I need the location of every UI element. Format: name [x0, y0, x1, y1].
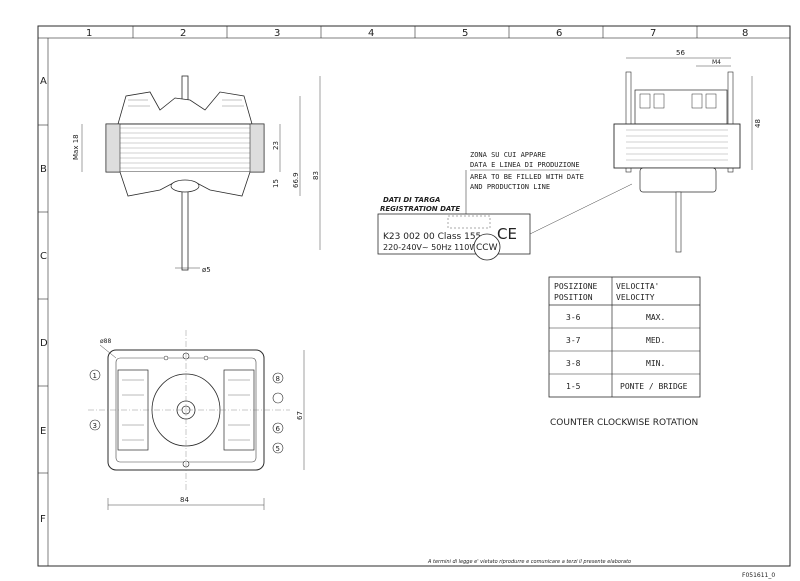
zone-note-it-line2: DATA E LINEA DI PRODUZIONE [470, 161, 580, 169]
table-header-position-it: POSIZIONE [554, 282, 598, 291]
column-label: 6 [556, 28, 562, 39]
ce-mark: CE [497, 225, 517, 243]
row-label: C [40, 251, 47, 262]
column-labels: 1 2 3 4 5 6 7 8 [86, 28, 748, 39]
table-cell-position: 1-5 [566, 382, 581, 391]
dim-67: 67 [296, 411, 304, 420]
dim-m4: M4 [712, 59, 721, 66]
table-cell-position: 3-6 [566, 313, 581, 322]
zone-note-en-line1: AREA TO BE FILLED WITH DATE [470, 173, 584, 181]
dim-max-18: Max 18 [72, 134, 80, 160]
zone-note-it-line1: ZONA SU CUI APPARE [470, 151, 546, 159]
row-label: A [40, 76, 47, 87]
rotation-note: COUNTER CLOCKWISE ROTATION [550, 418, 698, 428]
rating-plate: DATI DI TARGA REGISTRATION DATE K23 002 … [377, 183, 633, 261]
drawing-code: F051611_0 [742, 572, 775, 579]
terminal-label: 1 [93, 372, 97, 380]
column-label: 5 [462, 28, 468, 39]
row-label: F [40, 514, 46, 525]
table-cell-position: 3-7 [566, 336, 581, 345]
column-label: 7 [650, 28, 656, 39]
table-cell-velocity: PONTE / BRIDGE [620, 382, 688, 391]
column-label: 2 [180, 28, 186, 39]
ccw-label: CCW [476, 243, 498, 253]
row-labels: A B C D E F [40, 76, 48, 525]
plate-heading-en: REGISTRATION DATE [380, 205, 460, 213]
motor-side-view: Max 18 23 15 66.9 83 ø5 [72, 75, 321, 274]
dim-15: 15 [272, 179, 280, 188]
table-header-position-en: POSITION [554, 293, 593, 302]
terminal-label: 8 [276, 375, 280, 383]
row-label: D [40, 338, 48, 349]
dim-66-9: 66.9 [292, 172, 300, 188]
motor-top-view: 1 3 8 6 5 84 67 ø88 [88, 330, 305, 510]
speed-table: POSIZIONE POSITION VELOCITA' VELOCITY 3-… [548, 276, 701, 398]
production-zone-note: ZONA SU CUI APPARE DATA E LINEA DI PRODU… [465, 151, 584, 214]
terminal-label: 5 [276, 445, 280, 453]
dim-phi-88: ø88 [100, 338, 111, 345]
dim-56: 56 [676, 49, 685, 57]
column-label: 8 [742, 28, 748, 39]
table-cell-velocity: MIN. [646, 359, 665, 368]
terminal-label: 3 [93, 422, 97, 430]
plate-model-code: K23 002 00 Class 155 [383, 232, 481, 242]
plate-ratings: 220-240V~ 50Hz 110W [383, 243, 477, 252]
row-label: B [40, 164, 47, 175]
motor-front-view: 56 M4 48 [613, 49, 762, 253]
dim-23: 23 [272, 141, 280, 150]
table-header-velocity-it: VELOCITA' [616, 282, 659, 291]
row-label: E [40, 426, 46, 437]
dim-83: 83 [312, 171, 320, 180]
table-cell-velocity: MAX. [646, 313, 665, 322]
dim-84: 84 [180, 496, 189, 504]
drawing-frame [37, 25, 791, 567]
terminal-label: 6 [276, 425, 281, 433]
column-label: 1 [86, 28, 92, 39]
table-cell-position: 3-8 [566, 359, 581, 368]
plate-heading-it: DATI DI TARGA [383, 196, 440, 204]
dim-shaft-diameter: ø5 [202, 266, 211, 274]
column-label: 4 [368, 28, 374, 39]
ccw-stamp [473, 233, 501, 261]
table-header-velocity-en: VELOCITY [616, 293, 655, 302]
dim-48: 48 [754, 119, 762, 128]
zone-note-en-line2: AND PRODUCTION LINE [470, 183, 550, 191]
table-cell-velocity: MED. [646, 336, 665, 345]
column-label: 3 [274, 28, 280, 39]
legal-notice: A termini di legge e' vietato riprodurre… [427, 559, 631, 565]
